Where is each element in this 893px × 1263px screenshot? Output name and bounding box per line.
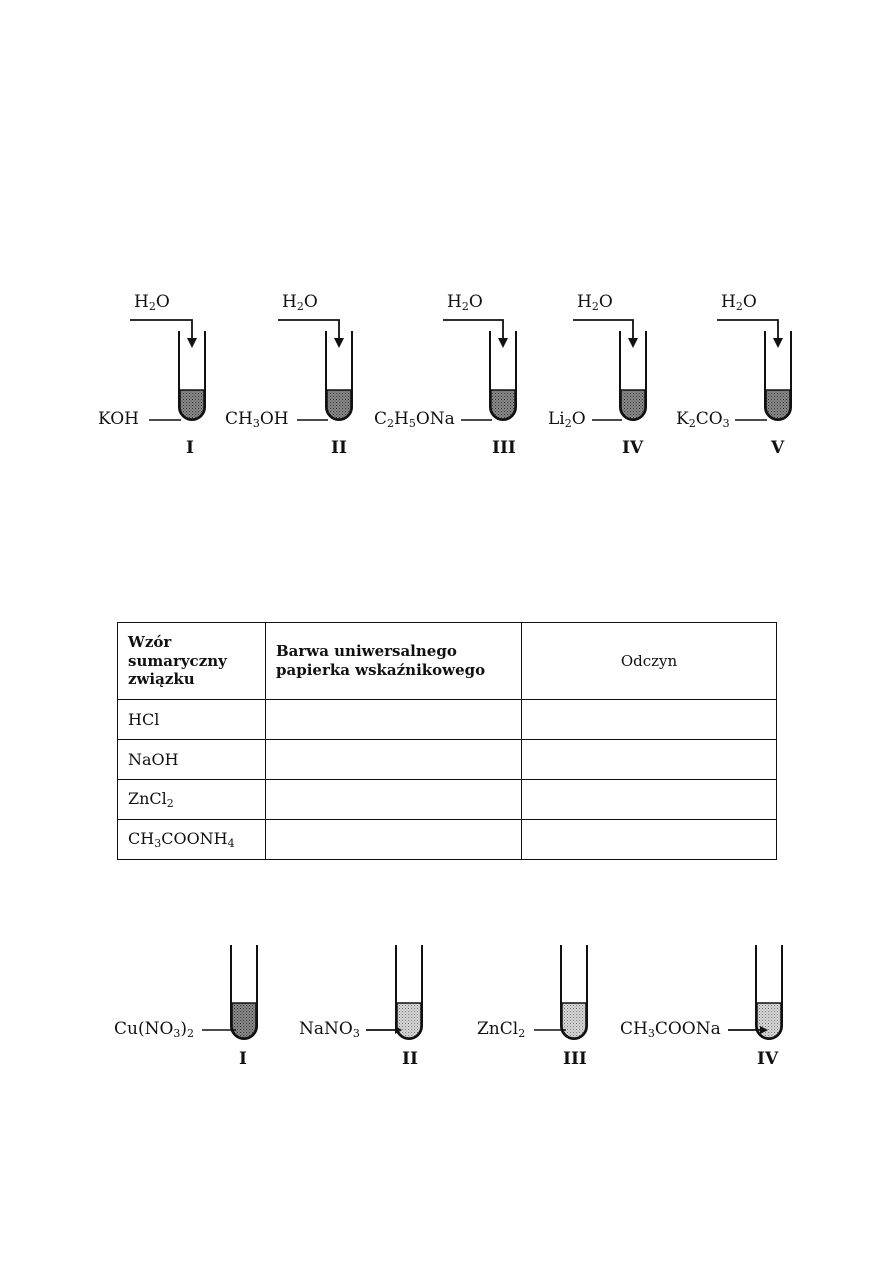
cell-color[interactable] [265,699,522,740]
compound-label-3: C2H5ONa [374,409,455,430]
test-tube-2 [278,319,353,421]
tube-number-b1: I [239,1049,247,1069]
table-row: HCl [117,699,777,740]
cell-color[interactable] [265,739,522,780]
cell-formula: HCl [117,699,266,740]
compound-label-1: KOH [98,409,140,429]
reagent-label-1: H2O [134,292,170,313]
compound-label-b3: ZnCl2 [477,1019,526,1040]
test-tube-b1 [202,945,258,1040]
cell-reaction[interactable] [521,779,777,820]
test-tube-b4 [728,945,783,1040]
table-header-row: Wzór sumaryczny związku Barwa uniwersaln… [117,622,777,700]
cell-reaction[interactable] [521,819,777,860]
compound-label-2: CH3OH [225,409,289,430]
tube-number-b2: II [402,1049,418,1069]
reagent-label-2: H2O [282,292,318,313]
answer-table: Wzór sumaryczny związku Barwa uniwersaln… [117,622,777,860]
cell-reaction[interactable] [521,739,777,780]
tube-number-5: V [771,438,785,458]
test-tube-1 [130,319,206,421]
tube-number-b4: IV [757,1049,779,1069]
tube-number-1: I [186,438,194,458]
test-tube-b2 [366,945,423,1040]
tube-number-4: IV [622,438,644,458]
header-reaction: Odczyn [521,622,777,700]
compound-label-5: K2CO3 [676,409,730,430]
cell-color[interactable] [265,779,522,820]
cell-color[interactable] [265,819,522,860]
tube-number-2: II [331,438,347,458]
reagent-label-4: H2O [577,292,613,313]
test-tube-b3 [534,945,588,1040]
table-row: CH3COONH4 [117,819,777,860]
test-tube-3 [443,319,517,421]
cell-formula: NaOH [117,739,266,780]
tube-number-3: III [492,438,516,458]
table-row: ZnCl2 [117,779,777,820]
compound-label-b4: CH3COONa [620,1019,721,1040]
reagent-label-5: H2O [721,292,757,313]
compound-label-b2: NaNO3 [299,1019,360,1040]
test-tube-5 [717,319,792,421]
header-formula: Wzór sumaryczny związku [117,622,266,700]
header-color: Barwa uniwersalnego papierka wskaźnikowe… [265,622,522,700]
cell-formula: CH3COONH4 [117,819,266,860]
tube-number-b3: III [563,1049,587,1069]
compound-label-b1: Cu(NO3)2 [114,1019,195,1040]
table-row: NaOH [117,739,777,780]
compound-label-4: Li2O [548,409,586,430]
reagent-label-3: H2O [447,292,483,313]
cell-formula: ZnCl2 [117,779,266,820]
cell-reaction[interactable] [521,699,777,740]
test-tube-4 [573,319,647,421]
